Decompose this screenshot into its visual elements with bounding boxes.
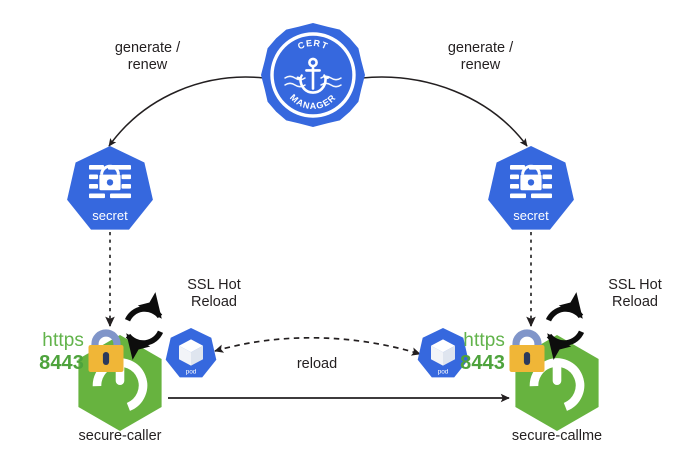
secret-node-right[interactable]: secret [488,146,574,230]
padlock-icon-left [88,329,124,372]
edge-reload [214,336,421,356]
endpoint-left: https 8443 [0,330,84,374]
pod-label-right: pod [438,369,449,376]
refresh-circular-icon-right [545,292,585,360]
secret-label-right: secret [513,208,549,223]
k8s-pod-icon [179,339,203,366]
service-label-secure-callme: secure-callme [511,428,603,444]
edge-label-generate-renew-left: generate / renew [114,40,181,74]
protocol-label-left: https [42,330,84,351]
edge-label-generate-renew-right: generate / renew [447,40,514,74]
pod-node-left[interactable]: pod [165,328,217,378]
refresh-circular-icon-left [124,292,164,360]
edge-generate-renew-right [361,76,528,147]
k8s-secret-icon [510,164,552,199]
port-label-right: 8443 [460,351,505,374]
endpoint-right: https 8443 [421,330,505,374]
edge-label-reload: reload [296,356,338,372]
secret-node-left[interactable]: secret [67,146,153,230]
padlock-icon-right [509,329,545,372]
pod-label-left: pod [186,369,197,376]
protocol-label-right: https [463,330,505,351]
edge-label-ssl-hot-reload-left: SSL Hot Reload [187,277,241,311]
port-label-left: 8443 [39,351,84,374]
k8s-pod-icon [431,339,455,366]
edge-generate-renew-left [108,76,265,147]
pod-node-right[interactable]: pod [417,328,469,378]
anchor-waves-icon [284,75,342,88]
k8s-secret-icon [89,164,131,199]
edge-label-ssl-hot-reload-right: SSL Hot Reload [608,277,662,311]
certmanager-seal-ring [270,32,356,118]
service-label-secure-caller: secure-caller [78,428,162,444]
secret-label-left: secret [92,208,128,223]
spring-boot-icon [529,358,585,413]
certmanager-node[interactable]: CERT MANAGER [261,23,365,127]
